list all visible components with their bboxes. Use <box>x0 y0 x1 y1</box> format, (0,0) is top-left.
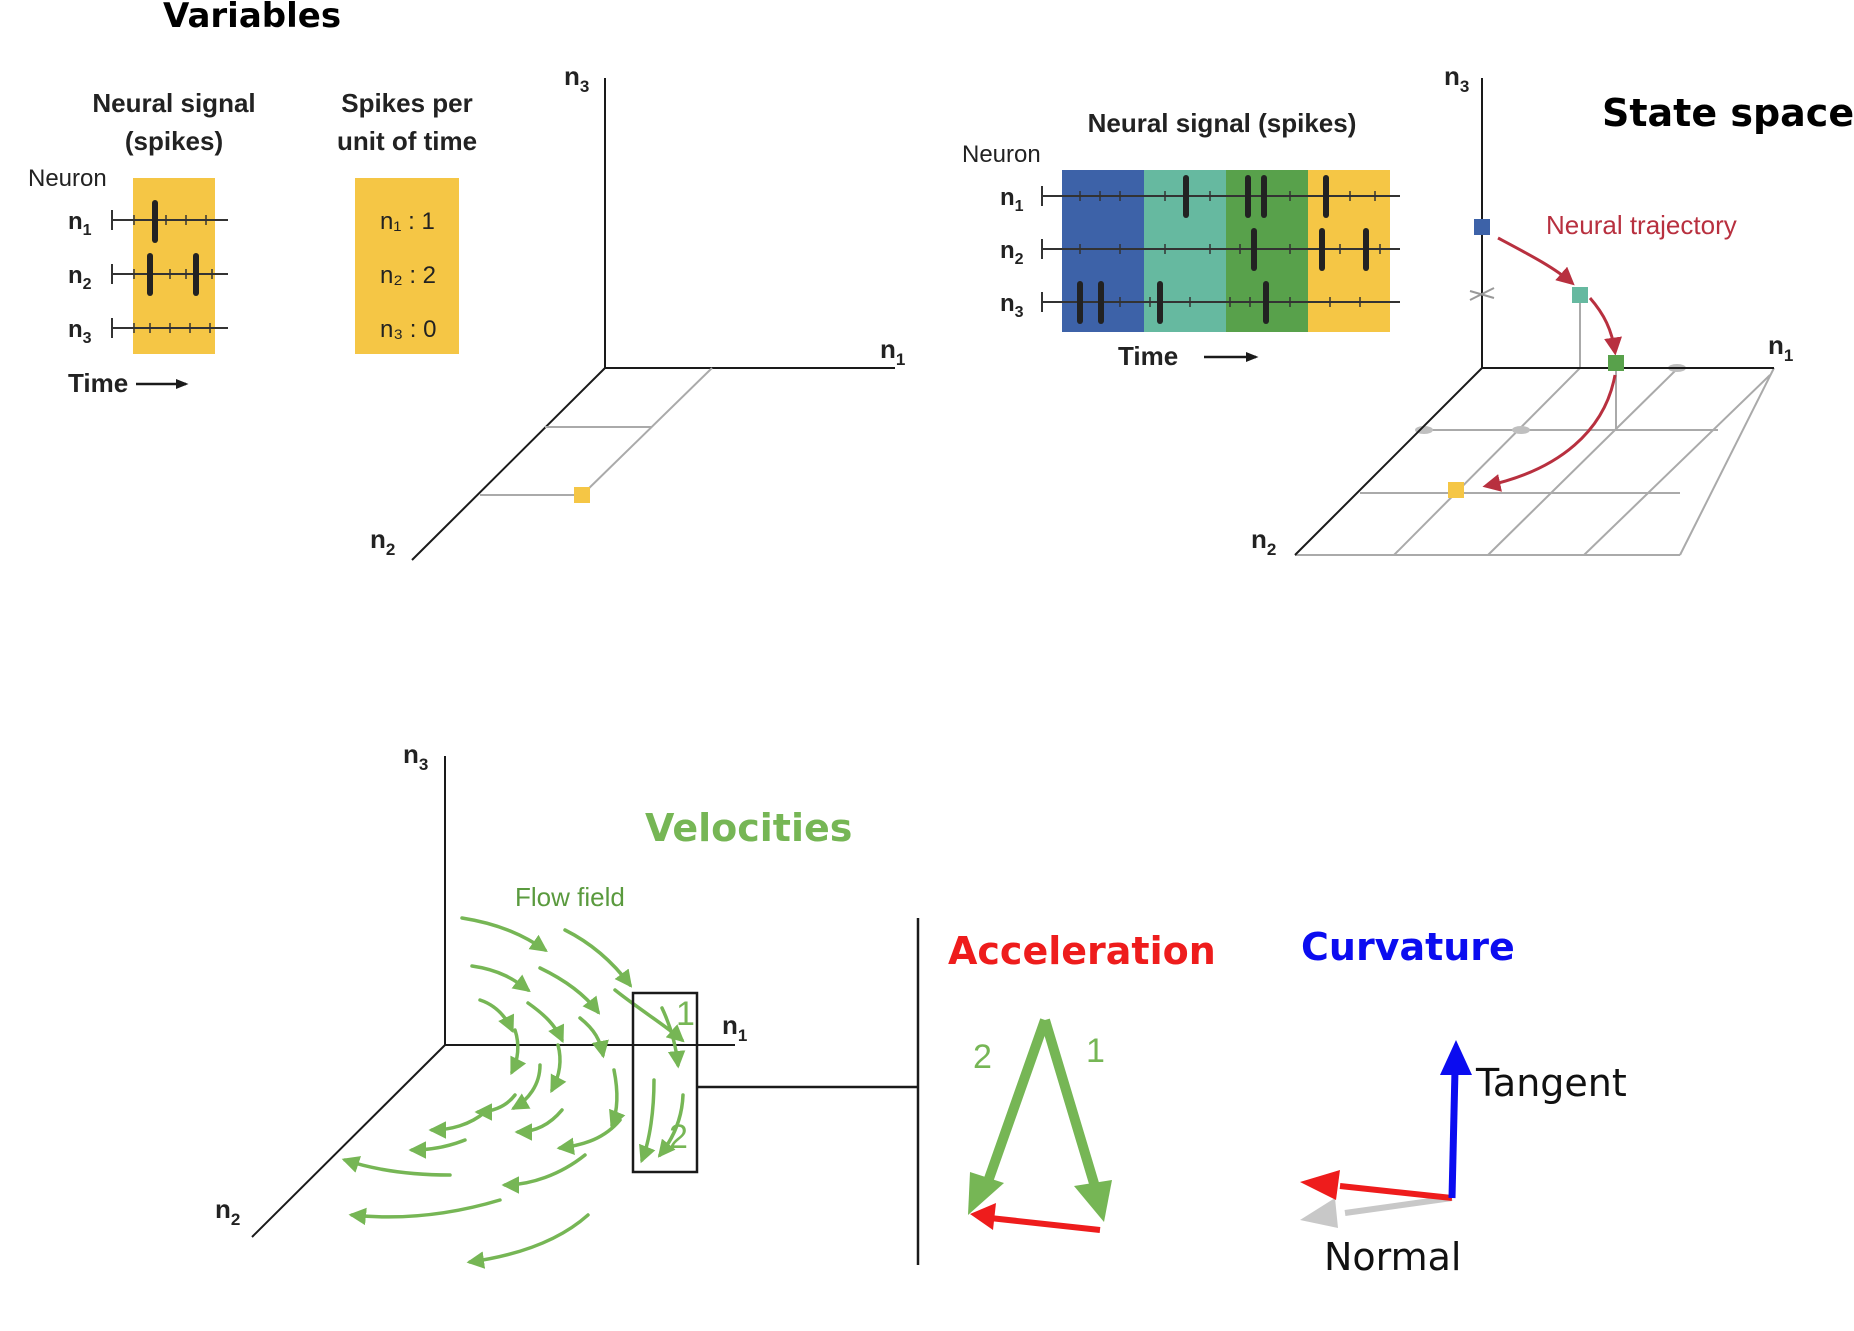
tangent-vector-head <box>1440 1040 1472 1075</box>
time-label-right: Time <box>1118 341 1178 371</box>
tangent-label: Tangent <box>1475 1061 1627 1105</box>
axis-tick-mark <box>1469 287 1495 301</box>
state-point-yellow <box>574 487 590 503</box>
state-point-yellow-right <box>1448 482 1464 498</box>
axis-label-n1: n1 <box>880 334 905 369</box>
spikes-right <box>1077 175 1369 324</box>
count-n1: n₁ : 1 <box>380 208 435 235</box>
count-n2: n₂ : 2 <box>380 262 436 289</box>
neuron-label: Neuron <box>28 165 107 192</box>
axis-label-n2-right: n2 <box>1251 524 1276 559</box>
panel-acceleration: Acceleration 1 2 <box>948 929 1216 1233</box>
axis-label-n1-right: n1 <box>1768 330 1793 365</box>
spikes-per-unit-heading-line2: unit of time <box>337 126 477 156</box>
velocity-vector-2-head <box>968 1172 1004 1215</box>
axis-label-n1-velocity: n1 <box>722 1010 747 1045</box>
neuron-label-right: Neuron <box>962 141 1041 168</box>
axis-label-n3-velocity: n3 <box>403 739 428 774</box>
vector-label-1: 1 <box>1086 1032 1105 1070</box>
state-point-green <box>1608 355 1624 371</box>
zoom-label-2: 2 <box>669 1118 688 1156</box>
state-axes-right: Neural trajectory n3 n1 n2 <box>1251 61 1793 559</box>
time-bin-highlight <box>133 178 215 354</box>
state-axes-left: n3 n1 n2 <box>370 61 905 561</box>
zoom-box <box>631 991 699 1174</box>
row-label-n3-right: n3 <box>1000 290 1024 321</box>
count-n3: n₃ : 0 <box>380 316 436 343</box>
curvature-acceleration-vector-head <box>1300 1170 1340 1200</box>
spikes-per-unit-heading-line1: Spikes per <box>341 88 473 118</box>
acceleration-vector <box>989 1215 1101 1233</box>
state-point-blue <box>1474 219 1490 235</box>
spike-row-n1: n1 <box>68 200 228 243</box>
axis-label-n3-right: n3 <box>1444 61 1469 96</box>
normal-vector-head <box>1300 1198 1338 1228</box>
row-label-n1-right: n1 <box>1000 184 1024 215</box>
panel-velocities: Velocities Flow field n3 n1 n2 <box>215 739 920 1269</box>
trajectory-segment-2 <box>1588 297 1622 356</box>
neural-signal-spikes-heading: Neural signal (spikes) <box>1088 108 1357 138</box>
axis-label-n3: n3 <box>564 61 589 96</box>
spike-rows-right: n1 n2 n3 <box>1000 175 1400 324</box>
time-ticks <box>133 215 213 333</box>
acceleration-vector-head <box>970 1203 996 1230</box>
axis-label-n2-velocity: n2 <box>215 1194 240 1229</box>
panel-state-space: State space Neural signal (spikes) Neuro… <box>962 61 1854 559</box>
trajectory-segment-1 <box>1497 236 1575 286</box>
normal-label: Normal <box>1324 1235 1462 1279</box>
tangent-vector <box>1448 1069 1459 1199</box>
acceleration-title: Acceleration <box>948 929 1216 973</box>
row-label-n3: n3 <box>68 316 92 347</box>
time-ticks-right <box>1079 191 1381 307</box>
state-space-title: State space <box>1602 91 1854 135</box>
zoom-label-1: 1 <box>676 995 695 1033</box>
neural-signal-heading-line1: Neural signal <box>92 88 255 118</box>
panel-curvature: Curvature Tangent Normal <box>1300 925 1627 1279</box>
panel-variables: Variables Neural signal (spikes) Spikes … <box>28 0 905 561</box>
axis-n2 <box>411 367 606 561</box>
row-label-n1: n1 <box>68 208 92 239</box>
flow-field-label: Flow field <box>515 882 625 912</box>
curvature-acceleration-vector <box>1339 1183 1453 1201</box>
trajectory-segment-3 <box>1482 374 1617 492</box>
axis-n2-right <box>1294 367 1483 556</box>
zoom-box-arrows <box>639 1006 686 1164</box>
velocity-vector-1 <box>1040 1018 1101 1192</box>
variables-title: Variables <box>163 0 341 36</box>
row-label-n2-right: n2 <box>1000 237 1024 268</box>
spike-rows: n1 n2 n3 <box>68 200 228 347</box>
vector-label-2: 2 <box>973 1038 992 1076</box>
normal-vector <box>1344 1195 1453 1216</box>
curvature-title: Curvature <box>1301 925 1515 969</box>
state-grid <box>1295 295 1775 556</box>
velocity-vector-2 <box>980 1018 1050 1192</box>
neural-signal-heading-line2: (spikes) <box>125 126 223 156</box>
row-label-n2: n2 <box>68 262 92 293</box>
axis-label-n2: n2 <box>370 524 395 559</box>
neural-trajectory-label: Neural trajectory <box>1546 210 1737 240</box>
velocity-vector-1-head <box>1074 1180 1112 1222</box>
time-label: Time <box>68 368 128 398</box>
state-point-teal <box>1572 287 1588 303</box>
velocities-title: Velocities <box>645 806 852 850</box>
axis-n2-velocity <box>251 1044 446 1238</box>
flow-field-arrows <box>341 916 685 1269</box>
spike-count-box <box>355 178 459 354</box>
projection-grid <box>480 367 713 496</box>
